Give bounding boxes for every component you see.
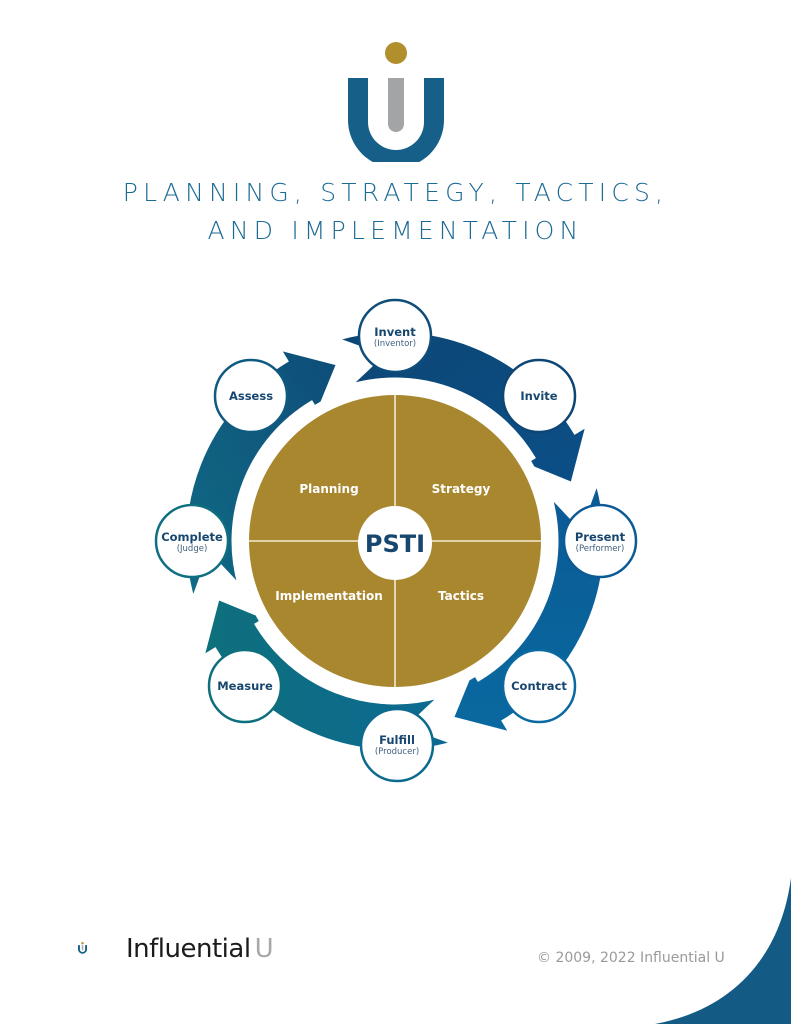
svg-text:Complete: Complete [161, 530, 223, 544]
node-complete: Complete (Judge) [154, 503, 230, 579]
node-present: Present (Performer) [562, 503, 638, 579]
svg-text:Present: Present [575, 530, 626, 544]
node-invent: Invent (Inventor) [357, 298, 433, 374]
brand-name: Influential [126, 934, 251, 964]
quadrant-tactics: Tactics [438, 589, 484, 603]
svg-text:Assess: Assess [229, 389, 273, 403]
svg-text:(Performer): (Performer) [576, 544, 625, 554]
svg-text:(Producer): (Producer) [375, 747, 419, 757]
quadrant-implementation: Implementation [275, 589, 382, 603]
title-line-1: PLANNING, STRATEGY, TACTICS, [122, 178, 669, 207]
node-contract: Contract [501, 648, 577, 724]
center-badge: PSTI [358, 506, 432, 580]
node-assess: Assess [213, 358, 289, 434]
svg-text:Fulfill: Fulfill [379, 733, 415, 747]
brand-suffix: U [254, 934, 274, 964]
node-measure: Measure [207, 648, 283, 724]
center-label: PSTI [365, 530, 425, 558]
footer-logo-icon [78, 942, 88, 954]
quadrant-planning: Planning [299, 482, 358, 496]
node-fulfill: Fulfill (Producer) [359, 707, 435, 783]
title-line-2: AND IMPLEMENTATION [207, 216, 584, 245]
svg-text:Invite: Invite [520, 389, 557, 403]
svg-text:(Judge): (Judge) [177, 544, 208, 554]
copyright-notice: © 2009, 2022 Influential U [537, 950, 725, 966]
svg-text:Measure: Measure [217, 679, 273, 693]
influential-u-logo-icon [348, 42, 444, 162]
page-title: PLANNING, STRATEGY, TACTICS, AND IMPLEME… [0, 174, 791, 250]
svg-text:Invent: Invent [374, 325, 416, 339]
quadrant-strategy: Strategy [432, 482, 491, 496]
node-invite: Invite [501, 358, 577, 434]
svg-text:(Inventor): (Inventor) [374, 339, 416, 349]
svg-text:Contract: Contract [511, 679, 567, 693]
